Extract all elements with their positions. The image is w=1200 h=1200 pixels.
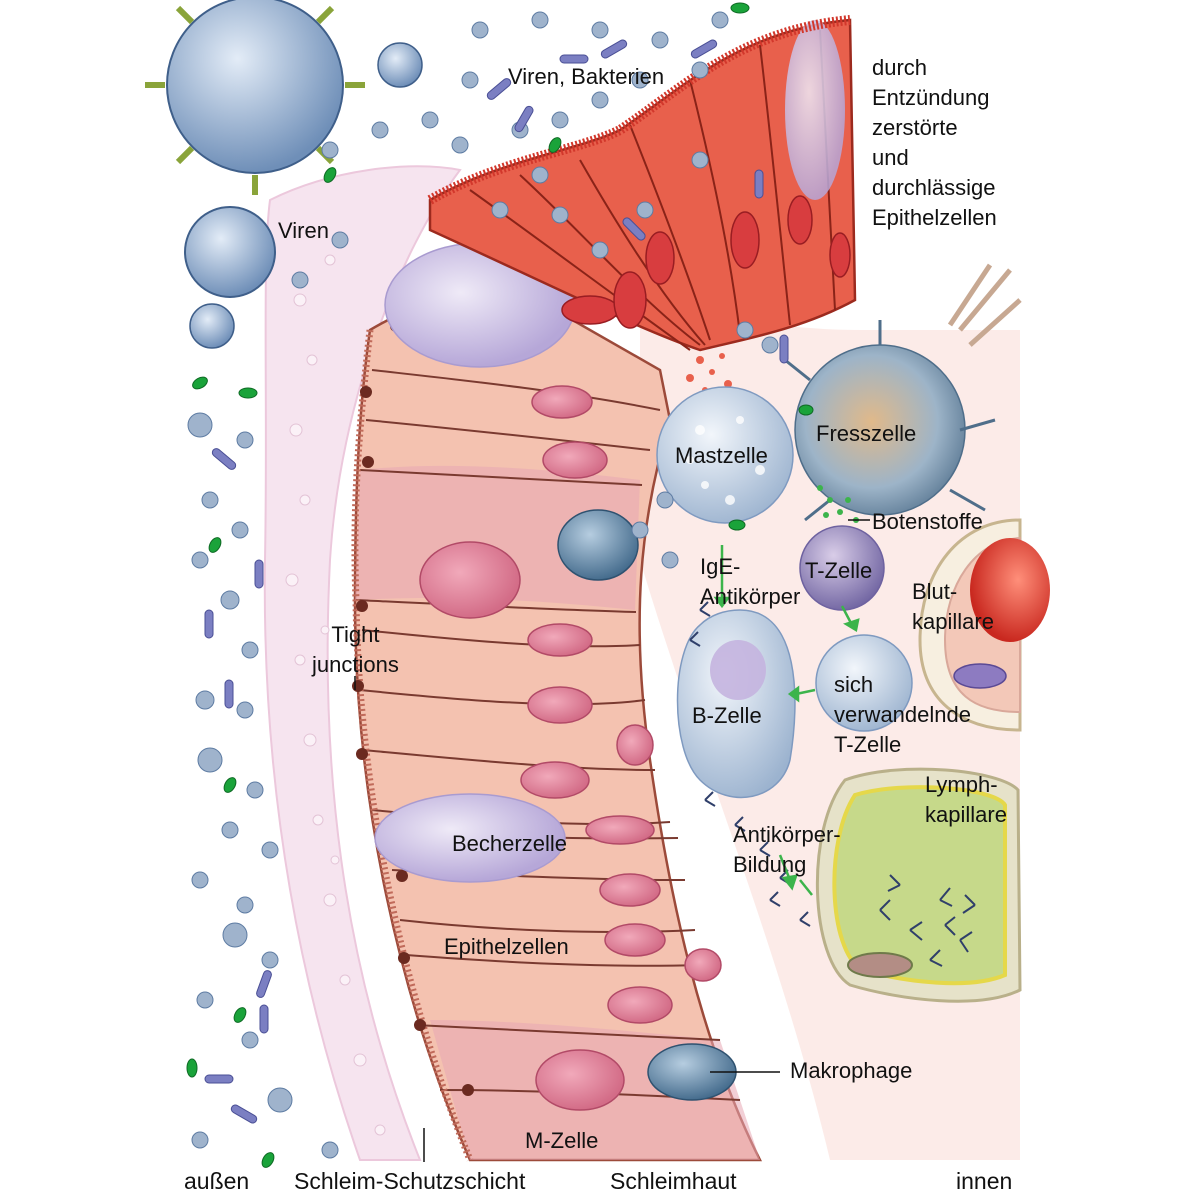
label-destroyed-epithelial-cells: durch Entzündung zerstörte und durchläss… (872, 55, 997, 230)
signal-arrows (713, 545, 860, 896)
inflamed-goblet-cell (785, 20, 845, 200)
inflamed-brush-border (427, 15, 851, 205)
label-b-cell: B-Zelle (692, 703, 762, 728)
bacteria-chains (204, 39, 789, 1124)
blood-capillary (918, 518, 1050, 732)
virus (184, 206, 276, 298)
label-inside: innen (956, 1168, 1013, 1194)
lymph-capillary (816, 767, 1022, 1003)
messenger-dots (817, 485, 859, 523)
label-mucosa: Schleimhaut (610, 1168, 737, 1194)
pointer-lines (354, 519, 870, 1162)
nuclei (419, 385, 722, 1111)
label-lymph-capillary: Lymph- kapillare (925, 772, 1007, 827)
b-cell-nucleus (710, 640, 766, 700)
inflamed-cell-borders (469, 29, 836, 351)
label-epithelial-cells: Epithelzellen (444, 934, 569, 959)
mast-cell-granules (686, 416, 765, 505)
virus (189, 303, 235, 349)
mucus-layer (263, 165, 462, 1161)
dendritic-cell (784, 263, 1022, 522)
label-blood-capillary: Blut- kapillare (912, 579, 994, 634)
transforming-t-cell (815, 634, 913, 732)
virus (377, 42, 423, 88)
label-transforming-t-cell: sich verwandelnde T-Zelle (834, 672, 971, 757)
label-viruses: Viren (278, 218, 329, 243)
t-cell (799, 525, 885, 611)
label-messengers: Botenstoffe (872, 509, 983, 534)
label-goblet-cell: Becherzelle (452, 831, 567, 856)
label-phagocyte: Fresszelle (816, 421, 917, 446)
label-macrophage: Makrophage (790, 1058, 913, 1083)
label-viruses-bacteria: Viren, Bakterien (508, 64, 665, 89)
label-mucus-layer: Schleim-Schutzschicht (294, 1168, 526, 1194)
mast-cell (656, 386, 794, 524)
label-outside: außen (184, 1168, 250, 1194)
virus-particles (187, 11, 779, 1159)
label-antibody-formation: Antikörper- Bildung (733, 822, 841, 877)
mucus-droplets (285, 254, 386, 1136)
label-mast-cell: Mastzelle (675, 443, 768, 468)
label-m-cell: M-Zelle (525, 1128, 599, 1153)
macrophage-upper (557, 509, 639, 581)
debris (686, 353, 732, 393)
inflamed-nuclei (561, 195, 851, 329)
label-tight-junctions: Tight junctions (312, 622, 399, 677)
goblet-cell (374, 793, 566, 883)
large-virus (145, 0, 365, 195)
label-t-cell: T-Zelle (805, 558, 873, 583)
green-bacteria (186, 2, 814, 1168)
label-ige-antibodies: IgE- Antikörper (700, 554, 801, 609)
b-cell (676, 609, 796, 799)
